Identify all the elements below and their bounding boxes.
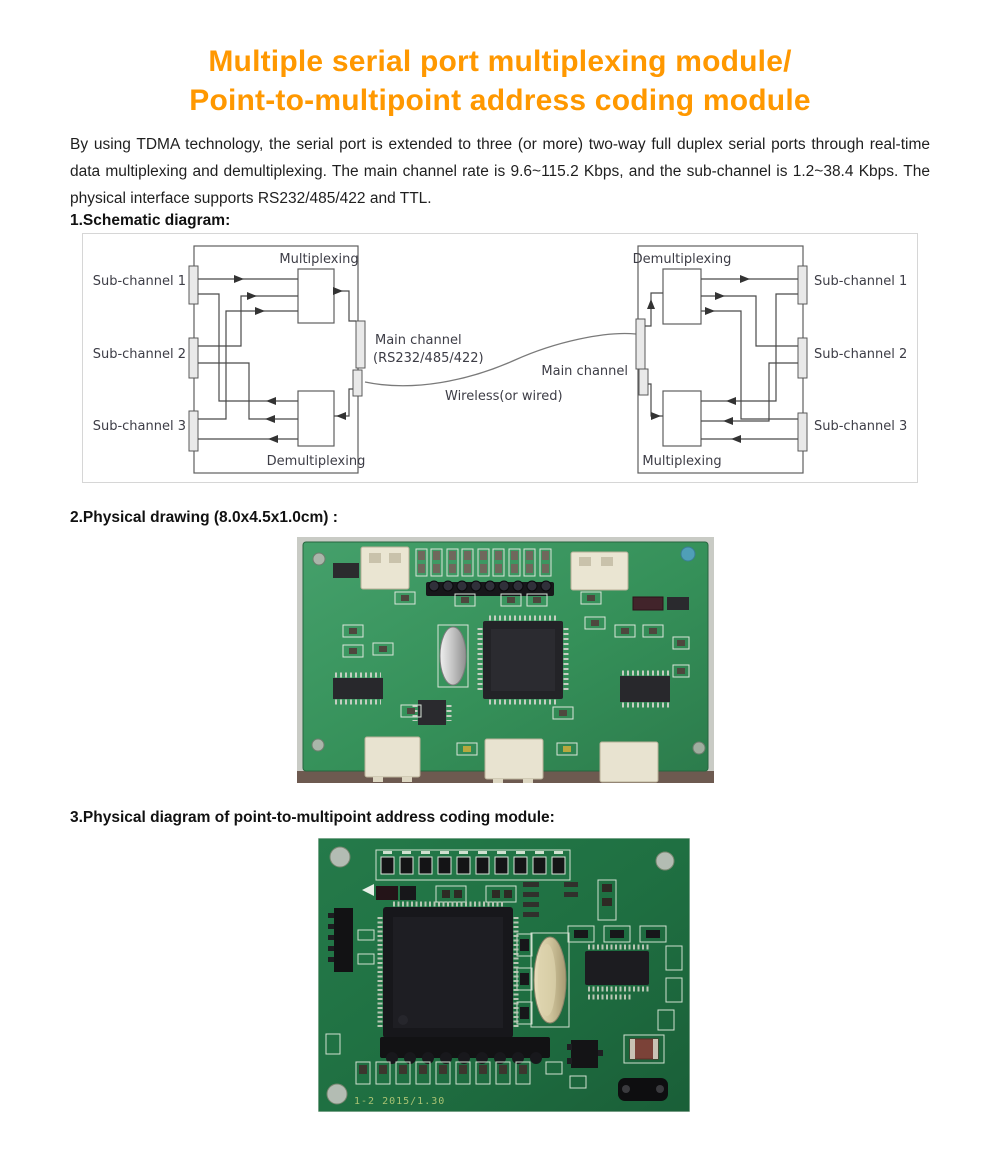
jumper-block bbox=[362, 884, 416, 900]
soic-chip bbox=[333, 672, 383, 705]
smd-pads bbox=[342, 591, 690, 756]
sub-channel-1-connector bbox=[188, 265, 199, 305]
right-sub-channel-2-label: Sub-channel 2 bbox=[814, 347, 907, 362]
left-module-wires bbox=[198, 278, 356, 440]
jst-connectors bbox=[360, 546, 659, 783]
wireless-link-label: Wireless(or wired) bbox=[445, 389, 563, 404]
right-sub-channel-1-label: Sub-channel 1 bbox=[814, 274, 907, 289]
intro-paragraph: By using TDMA technology, the serial por… bbox=[70, 136, 930, 207]
wireless-link-curve bbox=[364, 332, 637, 387]
main-channel-label-line1: Main channel bbox=[375, 333, 462, 348]
module-photo bbox=[297, 537, 714, 783]
coding-module-photo-svg: 1-2 2015/1.30 bbox=[318, 838, 690, 1112]
mcu-chip bbox=[477, 615, 569, 705]
sub-channel-3-connector bbox=[797, 412, 808, 452]
right-sub-channel-3-label: Sub-channel 3 bbox=[814, 419, 907, 434]
mounting-holes bbox=[311, 546, 706, 755]
soic-chip bbox=[585, 944, 649, 1000]
pin-header-vertical bbox=[328, 908, 353, 972]
left-module: Multiplexing Demultiplexing Sub-channel … bbox=[93, 245, 484, 474]
smd-pads bbox=[357, 879, 683, 1031]
jumper-block bbox=[632, 596, 689, 611]
soic-chip bbox=[412, 700, 452, 725]
sub-channel-1-connector bbox=[797, 265, 808, 305]
main-channel-connector bbox=[352, 369, 363, 397]
right-multiplexing-block bbox=[662, 390, 702, 447]
sot23-transistor bbox=[567, 1040, 603, 1068]
main-channel-connector bbox=[635, 318, 646, 370]
main-channel-label-line2: (RS232/485/422) bbox=[373, 351, 484, 366]
left-sub-channel-2-label: Sub-channel 2 bbox=[93, 347, 186, 362]
main-channel-connector bbox=[638, 368, 649, 396]
section-heading-physical: 2.Physical drawing (8.0x4.5x1.0cm) : bbox=[70, 509, 338, 526]
schematic-diagram: Multiplexing Demultiplexing Sub-channel … bbox=[82, 233, 918, 483]
right-main-channel-label: Main channel bbox=[541, 364, 628, 379]
coding-module-photo: 1-2 2015/1.30 bbox=[318, 838, 690, 1112]
resistor-array bbox=[415, 548, 552, 577]
sub-channel-2-connector bbox=[797, 337, 808, 379]
right-module-arrows bbox=[647, 275, 750, 443]
sub-channel-3-connector bbox=[188, 410, 199, 452]
right-multiplexing-label: Multiplexing bbox=[642, 454, 721, 469]
left-sub-channel-3-label: Sub-channel 3 bbox=[93, 419, 186, 434]
sub-channel-2-connector bbox=[188, 337, 199, 379]
left-multiplexing-block bbox=[297, 268, 335, 324]
smd-diode bbox=[333, 563, 359, 578]
mcu-chip bbox=[377, 901, 519, 1044]
bottom-header bbox=[380, 1037, 550, 1064]
left-module-arrows bbox=[234, 275, 346, 443]
bottom-pad-row bbox=[325, 1033, 587, 1089]
mounting-holes bbox=[326, 846, 675, 1105]
section-heading-coding: 3.Physical diagram of point-to-multipoin… bbox=[70, 809, 555, 826]
right-module: Demultiplexing Multiplexing Sub-channel … bbox=[633, 245, 907, 474]
left-demultiplexing-label: Demultiplexing bbox=[267, 454, 366, 469]
left-sub-channel-1-label: Sub-channel 1 bbox=[93, 274, 186, 289]
pin-header bbox=[375, 849, 571, 881]
pin-header bbox=[426, 580, 554, 596]
title-line-1: Multiple serial port multiplexing module… bbox=[208, 45, 792, 78]
left-demultiplexing-block bbox=[297, 390, 335, 447]
module-photo-svg bbox=[297, 537, 714, 783]
main-channel-connector bbox=[355, 320, 366, 369]
power-component bbox=[618, 1078, 668, 1101]
crystal-oscillator bbox=[437, 624, 469, 688]
schematic-svg: Multiplexing Demultiplexing Sub-channel … bbox=[93, 245, 907, 474]
section-heading-schematic: 1.Schematic diagram: bbox=[70, 212, 231, 229]
right-demultiplexing-label: Demultiplexing bbox=[633, 252, 732, 267]
title-line-2: Point-to-multipoint address coding modul… bbox=[189, 84, 811, 117]
soic-chip bbox=[620, 670, 670, 708]
page-title: Multiple serial port multiplexing module… bbox=[0, 42, 1000, 120]
crystal-oscillator bbox=[530, 932, 570, 1028]
left-multiplexing-label: Multiplexing bbox=[279, 252, 358, 267]
tantalum-capacitor bbox=[623, 1034, 665, 1064]
right-demultiplexing-block bbox=[662, 268, 702, 325]
silkscreen-text: 1-2 2015/1.30 bbox=[354, 1096, 445, 1107]
